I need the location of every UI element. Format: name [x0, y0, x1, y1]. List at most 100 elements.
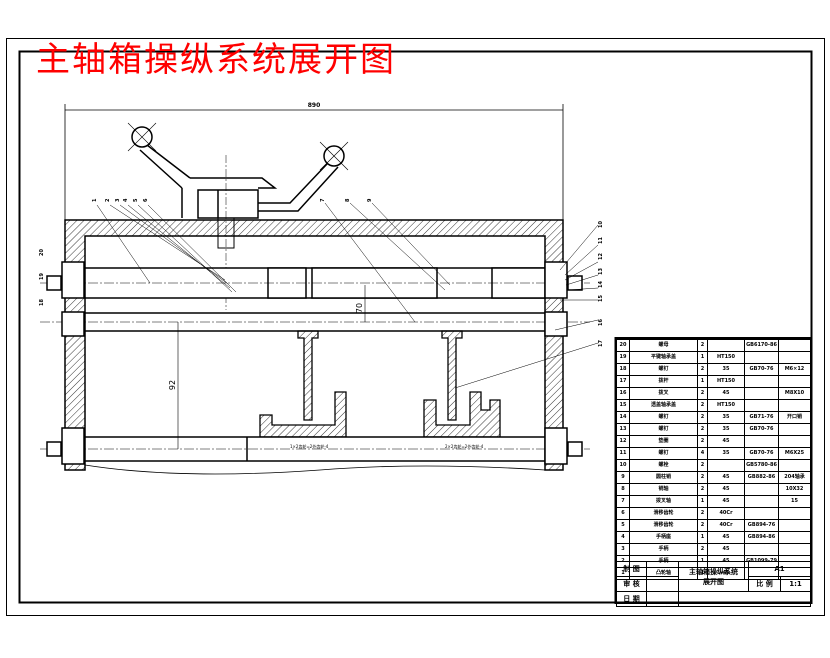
balloon-19: 19 [39, 273, 45, 280]
balloon-15: 15 [598, 295, 604, 302]
checked-value [646, 576, 679, 592]
sheet-size: A1 [747, 561, 812, 577]
bom-std: GB5780-86 [744, 459, 779, 472]
bom-std [744, 399, 779, 412]
date-value [646, 591, 679, 607]
balloon-14: 14 [598, 281, 604, 288]
scale-label: 比 例 [748, 576, 781, 592]
balloon-8: 8 [345, 198, 351, 202]
bom-no: 8 [616, 483, 630, 496]
bom-note [778, 435, 811, 448]
bom-std: GB894-76 [744, 519, 779, 532]
bom-name: 手柄 [629, 543, 698, 556]
balloon-5: 5 [133, 198, 139, 202]
balloon-2: 2 [105, 198, 111, 202]
bom-name: 拨叉 [629, 387, 698, 400]
bom-name: 透盖轴承盖 [629, 399, 698, 412]
dim-lower-spacing: 92 [168, 380, 177, 390]
bom-qty: 1 [697, 531, 708, 544]
inner-border [18, 50, 813, 604]
bom-name: 拨杆 [629, 375, 698, 388]
bom-qty: 2 [697, 387, 708, 400]
bom-name: 圆柱销 [629, 471, 698, 484]
bom-material: 40Cr [707, 519, 745, 532]
bom-note [778, 459, 811, 472]
bom-name: 螺钉 [629, 411, 698, 424]
bom-name: 螺钉 [629, 363, 698, 376]
balloon-9: 9 [367, 198, 373, 202]
bom-no: 4 [616, 531, 630, 544]
blank-cell [677, 591, 812, 607]
balloon-12: 12 [598, 253, 604, 260]
bom-name: 滑移齿轮 [629, 519, 698, 532]
bom-material: 45 [707, 495, 745, 508]
balloons-top: 1 2 3 4 5 6 7 8 9 [92, 198, 373, 202]
lower-shaft [40, 436, 590, 475]
bom-note [778, 375, 811, 388]
bom-qty: 2 [697, 519, 708, 532]
bom-std: GB894-86 [744, 531, 779, 544]
bom-qty: 2 [697, 363, 708, 376]
balloon-4: 4 [123, 198, 129, 202]
bom-qty: 1 [697, 495, 708, 508]
dim-shaft-spacing: 70 [355, 303, 364, 313]
bom-no: 19 [616, 351, 630, 364]
bom-std: GB71-76 [744, 411, 779, 424]
leader-lines [96, 202, 599, 389]
balloon-17: 17 [598, 340, 604, 347]
balloon-7: 7 [320, 198, 326, 202]
bom-note: M8X10 [778, 387, 811, 400]
bom-name: 拨叉轴 [629, 495, 698, 508]
balloon-1: 1 [92, 198, 98, 202]
bom-qty: 2 [697, 507, 708, 520]
bom-std: GB70-76 [744, 363, 779, 376]
bom-no: 5 [616, 519, 630, 532]
bom-name: 手柄座 [629, 531, 698, 544]
bom-qty: 2 [697, 471, 708, 484]
overall-dimension [64, 104, 564, 222]
title-block: 制 图 主轴箱操纵系统展开图 A1 审 核 比 例 1:1 日 期 [616, 561, 812, 607]
bom-std: GB70-76 [744, 423, 779, 436]
bom-qty: 2 [697, 483, 708, 496]
scale-value: 1:1 [779, 576, 812, 592]
bom-material: 35 [707, 447, 745, 460]
bom-material: 35 [707, 411, 745, 424]
bom-note: 204轴承 [778, 471, 811, 484]
upper-shaft [40, 267, 590, 299]
bom-material: HT150 [707, 399, 745, 412]
bom-note: M6×12 [778, 363, 811, 376]
bom-name: 垫圈 [629, 435, 698, 448]
dim-overall-width: 890 [308, 102, 321, 109]
bom-material [707, 339, 745, 352]
bom-no: 9 [616, 471, 630, 484]
bom-material: 40Cr [707, 507, 745, 520]
bom-no: 6 [616, 507, 630, 520]
balloon-20: 20 [39, 249, 45, 256]
balloon-3: 3 [115, 198, 121, 202]
bom-no: 17 [616, 375, 630, 388]
bom-note [778, 339, 811, 352]
bom-name: 滑移齿轮 [629, 507, 698, 520]
bom-no: 10 [616, 459, 630, 472]
bom-no: 11 [616, 447, 630, 460]
bom-no: 14 [616, 411, 630, 424]
balloon-10: 10 [598, 221, 604, 228]
middle-shaft [40, 312, 590, 332]
bom-no: 20 [616, 339, 630, 352]
drawing-name: 主轴箱操纵系统展开图 [678, 561, 749, 592]
bom-material [707, 459, 745, 472]
bom-material: 45 [707, 471, 745, 484]
bom-note [778, 543, 811, 556]
